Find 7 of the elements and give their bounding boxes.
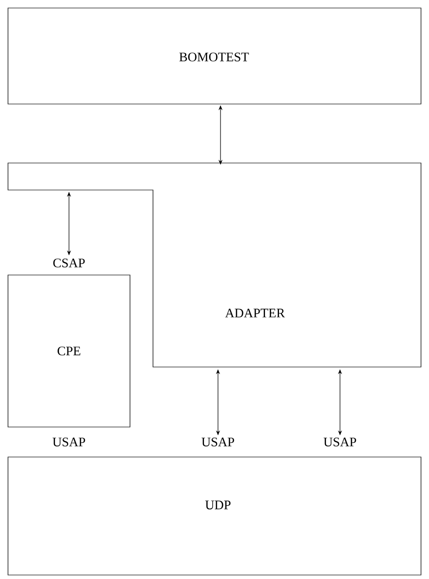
port-label: USAP [324, 438, 356, 446]
process-box: BOMOTEST [8, 8, 422, 104]
port-label: CSAP [53, 258, 85, 268]
process-box: CPE [8, 274, 130, 428]
port-label: USAP [52, 438, 86, 446]
port-label: USAP [202, 438, 234, 446]
process-box: UDP [8, 456, 422, 576]
